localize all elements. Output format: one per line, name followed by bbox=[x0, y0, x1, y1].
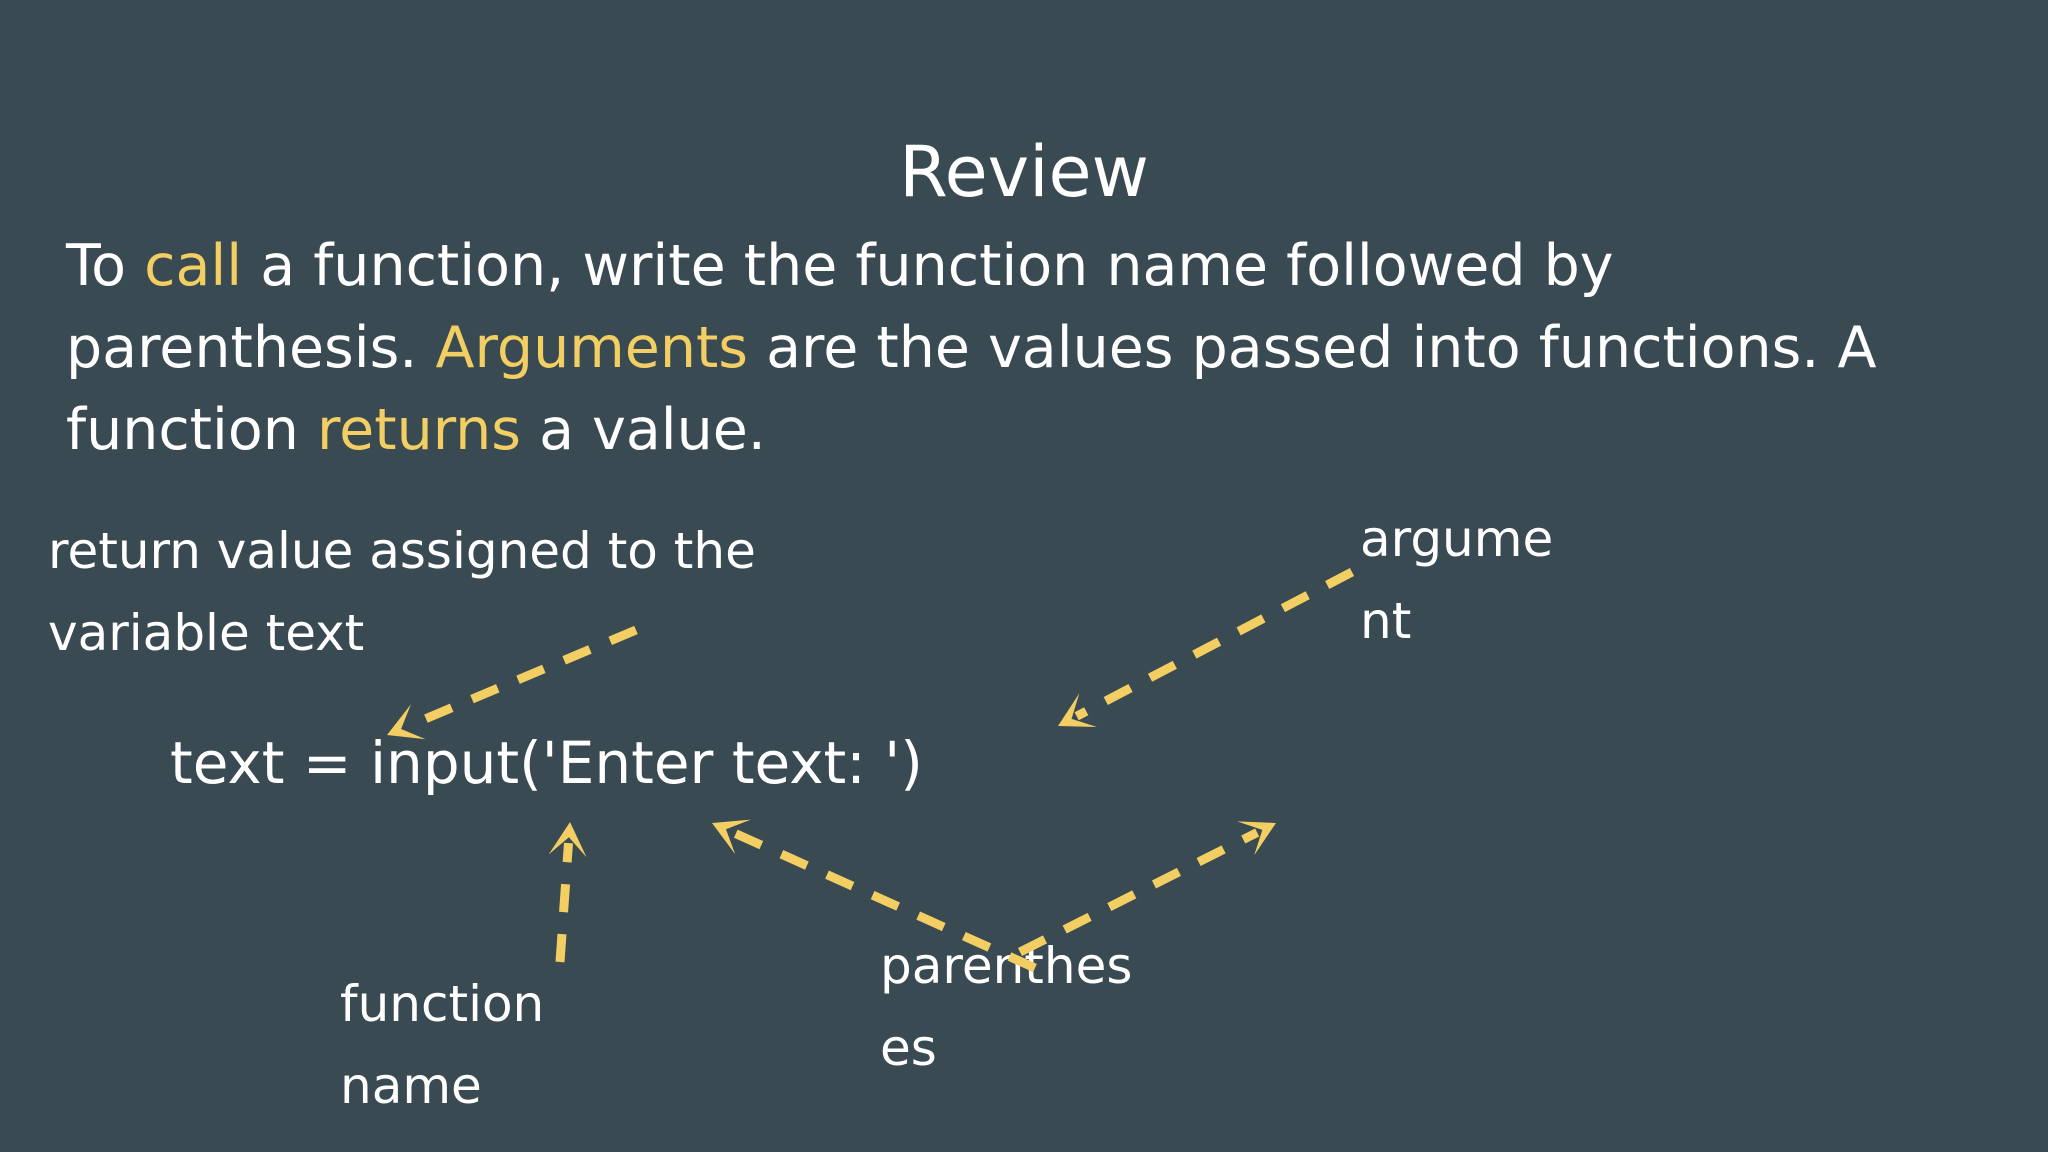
body-text-segment-2: a function, write the function name foll… bbox=[66, 233, 1614, 381]
callout-return-value: return value assigned to the variable te… bbox=[48, 522, 756, 662]
body-paragraph: To call a function, write the function n… bbox=[66, 225, 1896, 471]
keyword-arguments: Arguments bbox=[435, 315, 749, 381]
callout-parentheses: parenthes es bbox=[880, 937, 1133, 1077]
page-title: Review bbox=[899, 130, 1149, 213]
callout-argument: argume nt bbox=[1360, 510, 1554, 650]
body-text-segment-1: To bbox=[66, 233, 145, 299]
keyword-returns: returns bbox=[316, 397, 521, 463]
body-text-segment-3: are the values passed into functions. A … bbox=[66, 315, 1877, 463]
code-sample: text = input('Enter text: ') bbox=[170, 729, 923, 797]
keyword-call: call bbox=[144, 233, 243, 299]
arrow-argument bbox=[1058, 568, 1355, 728]
arrow-function-name bbox=[548, 822, 587, 963]
callout-function-name: function name bbox=[340, 975, 545, 1115]
body-text-segment-4: a value. bbox=[520, 397, 766, 463]
